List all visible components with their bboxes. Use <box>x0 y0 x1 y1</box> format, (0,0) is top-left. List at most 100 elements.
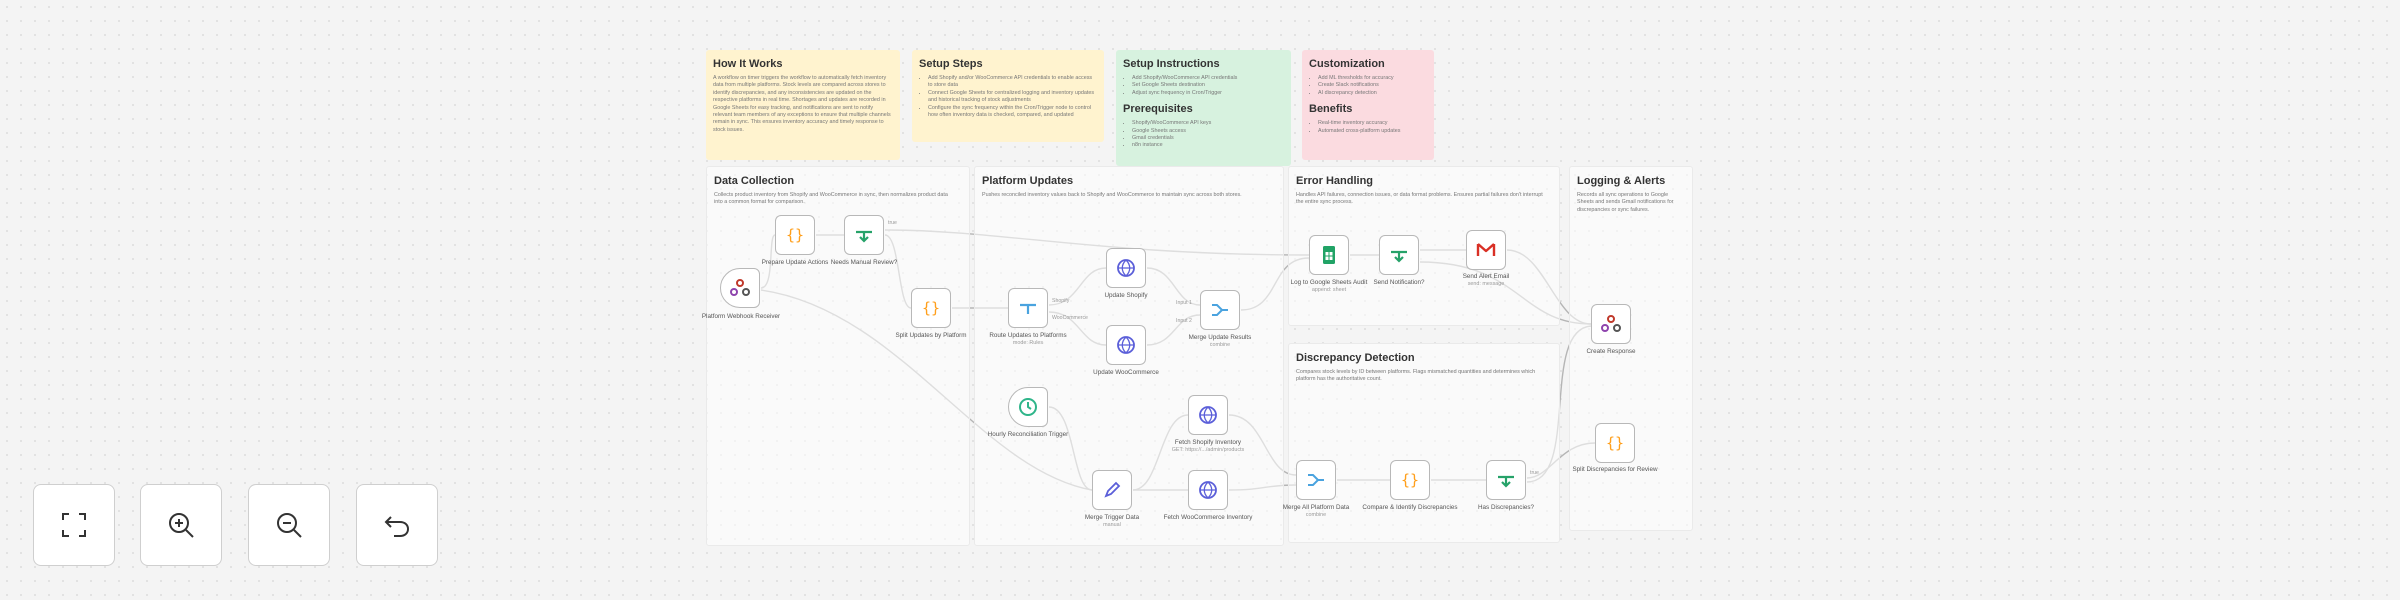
webhook-icon <box>1601 315 1621 332</box>
sticky-logging-alerts[interactable]: Logging & Alerts Records all sync operat… <box>1569 166 1693 531</box>
edge-label-input1: Input 1 <box>1176 300 1192 306</box>
sticky-data-collection[interactable]: Data Collection Collects product invento… <box>706 166 970 546</box>
sticky-how-it-works[interactable]: How It Works A workflow on timer trigger… <box>706 50 900 160</box>
svg-text:{}: {} <box>922 299 940 317</box>
node-platform-webhook[interactable] <box>720 268 760 308</box>
list-item: Gmail credentials <box>1132 135 1284 142</box>
undo-button[interactable] <box>356 484 438 566</box>
node-prepare-update-actions[interactable]: {} <box>775 215 815 255</box>
sticky-body: Records all sync operations to Google Sh… <box>1577 192 1674 213</box>
http-icon <box>1117 336 1135 354</box>
list-item: Add Shopify/WooCommerce API credentials <box>1132 75 1284 82</box>
if-icon <box>1391 250 1407 263</box>
node-label: Update WooCommerce <box>1093 369 1159 376</box>
sticky-title: Logging & Alerts <box>1577 175 1666 187</box>
list-item: Add Shopify and/or WooCommerce API crede… <box>928 75 1097 90</box>
code-icon: {} <box>922 299 940 317</box>
node-needs-manual-review[interactable] <box>844 215 884 255</box>
sticky-title: Customization <box>1309 58 1385 70</box>
switch-icon <box>1020 303 1036 314</box>
sticky-title: Discrepancy Detection <box>1296 352 1415 364</box>
sticky-body: Collects product inventory from Shopify … <box>714 192 948 206</box>
sticky-body: A workflow on timer triggers the workflo… <box>713 75 891 133</box>
node-merge-all-platform[interactable] <box>1296 460 1336 500</box>
node-merge-trigger-data[interactable] <box>1092 470 1132 510</box>
http-icon <box>1117 259 1135 277</box>
svg-text:{}: {} <box>1606 434 1624 452</box>
fit-view-button[interactable] <box>33 484 115 566</box>
sticky-title: How It Works <box>713 58 783 70</box>
merge-icon <box>1308 474 1324 486</box>
node-split-updates[interactable]: {} <box>911 288 951 328</box>
list-item: Automated cross-platform updates <box>1318 128 1427 135</box>
node-has-discrepancies[interactable] <box>1486 460 1526 500</box>
if-icon <box>1498 475 1514 488</box>
sticky-title: Error Handling <box>1296 175 1374 187</box>
node-label: Has Discrepancies? <box>1478 504 1534 511</box>
if-icon <box>856 230 872 243</box>
list-item: Create Slack notifications <box>1318 82 1427 89</box>
sticky-body: Handles API failures, connection issues,… <box>1296 192 1543 206</box>
sticky-title: Platform Updates <box>982 175 1074 187</box>
svg-text:{}: {} <box>786 226 804 244</box>
node-merge-update-results[interactable] <box>1200 290 1240 330</box>
zoom-in-button[interactable] <box>140 484 222 566</box>
fit-view-icon <box>62 513 86 537</box>
node-update-woocommerce[interactable] <box>1106 325 1146 365</box>
zoom-out-icon <box>277 513 302 538</box>
node-label: Create Response <box>1586 348 1636 355</box>
code-icon: {} <box>1401 471 1419 489</box>
svg-text:{}: {} <box>1401 471 1419 489</box>
clock-icon <box>1019 398 1037 416</box>
list-item: Shopify/WooCommerce API keys <box>1132 120 1284 127</box>
node-route-updates[interactable] <box>1008 288 1048 328</box>
sticky-title: Setup Instructions <box>1123 58 1220 70</box>
list-item: Adjust sync frequency in Cron/Trigger <box>1132 90 1284 97</box>
node-fetch-woocommerce[interactable] <box>1188 470 1228 510</box>
undo-icon <box>384 516 410 537</box>
sticky-body: Pushes reconciled inventory values back … <box>982 192 1242 198</box>
node-send-notification[interactable] <box>1379 235 1419 275</box>
node-hourly-trigger[interactable] <box>1008 387 1048 427</box>
node-label: Update Shopify <box>1104 292 1148 299</box>
node-label: Hourly Reconciliation Trigger <box>987 431 1069 438</box>
node-fetch-shopify[interactable] <box>1188 395 1228 435</box>
node-label: Compare & Identify Discrepancies <box>1362 504 1458 511</box>
node-log-google-sheets[interactable] <box>1309 235 1349 275</box>
zoom-out-button[interactable] <box>248 484 330 566</box>
sticky-customization[interactable]: Customization Add ML thresholds for accu… <box>1302 50 1434 160</box>
pen-icon <box>1104 481 1121 498</box>
sticky-subtitle: Benefits <box>1309 103 1353 116</box>
node-compare-discrepancies[interactable]: {} <box>1390 460 1430 500</box>
node-label: Send Notification? <box>1373 279 1425 286</box>
node-split-discrepancies[interactable]: {} <box>1595 423 1635 463</box>
node-create-response[interactable] <box>1591 304 1631 344</box>
sticky-title: Data Collection <box>714 175 795 187</box>
node-label: Platform Webhook Receiver <box>701 313 781 320</box>
list-item: Connect Google Sheets for centralized lo… <box>928 90 1097 105</box>
edge-label-input2: Input 2 <box>1176 318 1192 324</box>
sticky-discrepancy-detection[interactable]: Discrepancy Detection Compares stock lev… <box>1288 343 1560 543</box>
code-icon: {} <box>786 226 804 244</box>
sticky-setup-steps[interactable]: Setup Steps Add Shopify and/or WooCommer… <box>912 50 1104 142</box>
node-update-shopify[interactable] <box>1106 248 1146 288</box>
http-icon <box>1199 481 1217 499</box>
node-label: Prepare Update Actions <box>761 259 829 266</box>
node-label: Needs Manual Review? <box>830 259 898 266</box>
list-item: Add ML thresholds for accuracy <box>1318 75 1427 82</box>
sticky-body: Compares stock levels by ID between plat… <box>1296 369 1536 383</box>
edge-label-true: true <box>888 220 897 226</box>
node-send-alert-email[interactable] <box>1466 230 1506 270</box>
webhook-icon <box>730 279 750 296</box>
sticky-setup-instructions[interactable]: Setup Instructions Add Shopify/WooCommer… <box>1116 50 1291 166</box>
list-item: Google Sheets access <box>1132 128 1284 135</box>
sheets-icon <box>1323 246 1335 264</box>
